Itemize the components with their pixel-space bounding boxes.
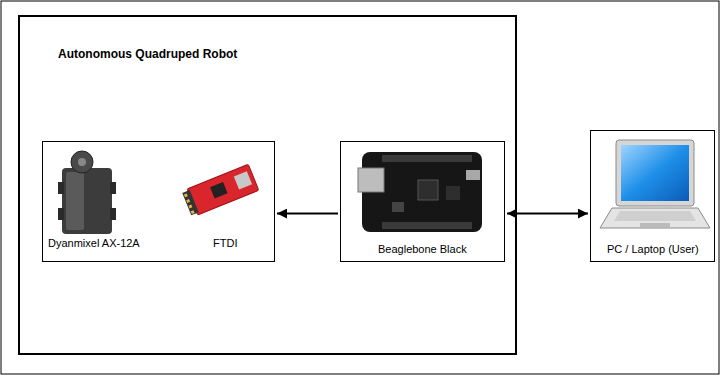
- component-box: PC / Laptop (User): [590, 130, 715, 262]
- connector-arrow: [507, 213, 588, 215]
- part-label: Dyanmixel AX-12A: [48, 237, 140, 249]
- component-box: Beaglebone Black: [340, 141, 505, 262]
- part-label: FTDI: [213, 237, 237, 249]
- component-box: Dyanmixel AX-12A FTDI: [42, 141, 275, 262]
- beaglebone-picture: [358, 152, 482, 232]
- system-boundary: Autonomous Quadruped RobotDyanmixel AX-1…: [18, 15, 517, 355]
- servo-picture: [58, 151, 116, 234]
- ftdi-board-picture: [182, 164, 259, 217]
- laptop-picture: [600, 140, 710, 228]
- group-title: Autonomous Quadruped Robot: [58, 47, 237, 61]
- connector-arrow: [277, 213, 338, 215]
- part-label: PC / Laptop (User): [607, 243, 699, 255]
- part-label: Beaglebone Black: [378, 243, 467, 255]
